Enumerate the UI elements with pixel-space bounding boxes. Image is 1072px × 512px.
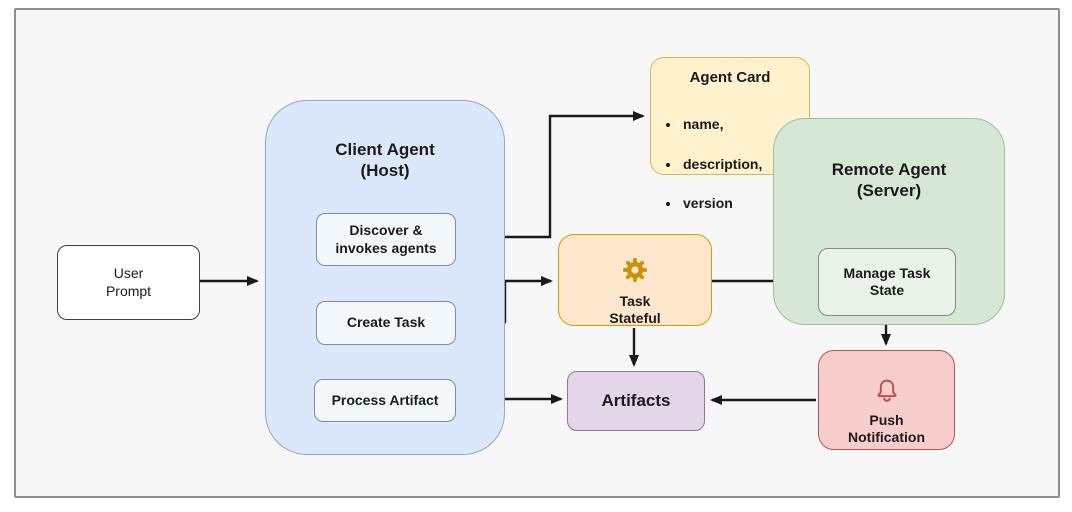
agent-card-list: name, description, version (651, 96, 762, 233)
artifacts-node: Artifacts (567, 371, 705, 431)
user-prompt-label: User Prompt (105, 265, 152, 299)
user-prompt-node: User Prompt (57, 245, 200, 320)
discover-invokes-agents-label: Discover & invokes agents (335, 222, 437, 256)
client-agent-node: Client Agent (Host) Discover & invokes a… (265, 100, 505, 455)
manage-task-state-node: Manage Task State (818, 248, 956, 316)
push-notification-node: Push Notification (818, 350, 955, 450)
agent-card-item: version (681, 194, 762, 214)
client-agent-title: Client Agent (Host) (335, 140, 435, 181)
discover-invokes-agents-node: Discover & invokes agents (316, 213, 456, 266)
process-artifact-label: Process Artifact (331, 391, 439, 408)
agent-card-title: Agent Card (689, 69, 771, 86)
bell-icon (873, 360, 901, 410)
task-label: Task Stateful (609, 292, 661, 327)
artifacts-label: Artifacts (601, 391, 671, 411)
gear-icon (618, 237, 652, 291)
manage-task-state-label: Manage Task State (843, 264, 931, 299)
remote-agent-node: Remote Agent (Server) Manage Task State (773, 118, 1005, 325)
create-task-label: Create Task (346, 314, 426, 331)
remote-agent-title: Remote Agent (Server) (831, 160, 947, 201)
task-node: Task Stateful (558, 234, 712, 326)
process-artifact-node: Process Artifact (314, 379, 456, 422)
agent-card-item: name, (681, 115, 762, 135)
agent-card-node: Agent Card name, description, version (650, 57, 810, 211)
create-task-node: Create Task (316, 301, 456, 345)
push-notification-label: Push Notification (848, 411, 925, 446)
agent-card-item: description, (681, 155, 762, 175)
